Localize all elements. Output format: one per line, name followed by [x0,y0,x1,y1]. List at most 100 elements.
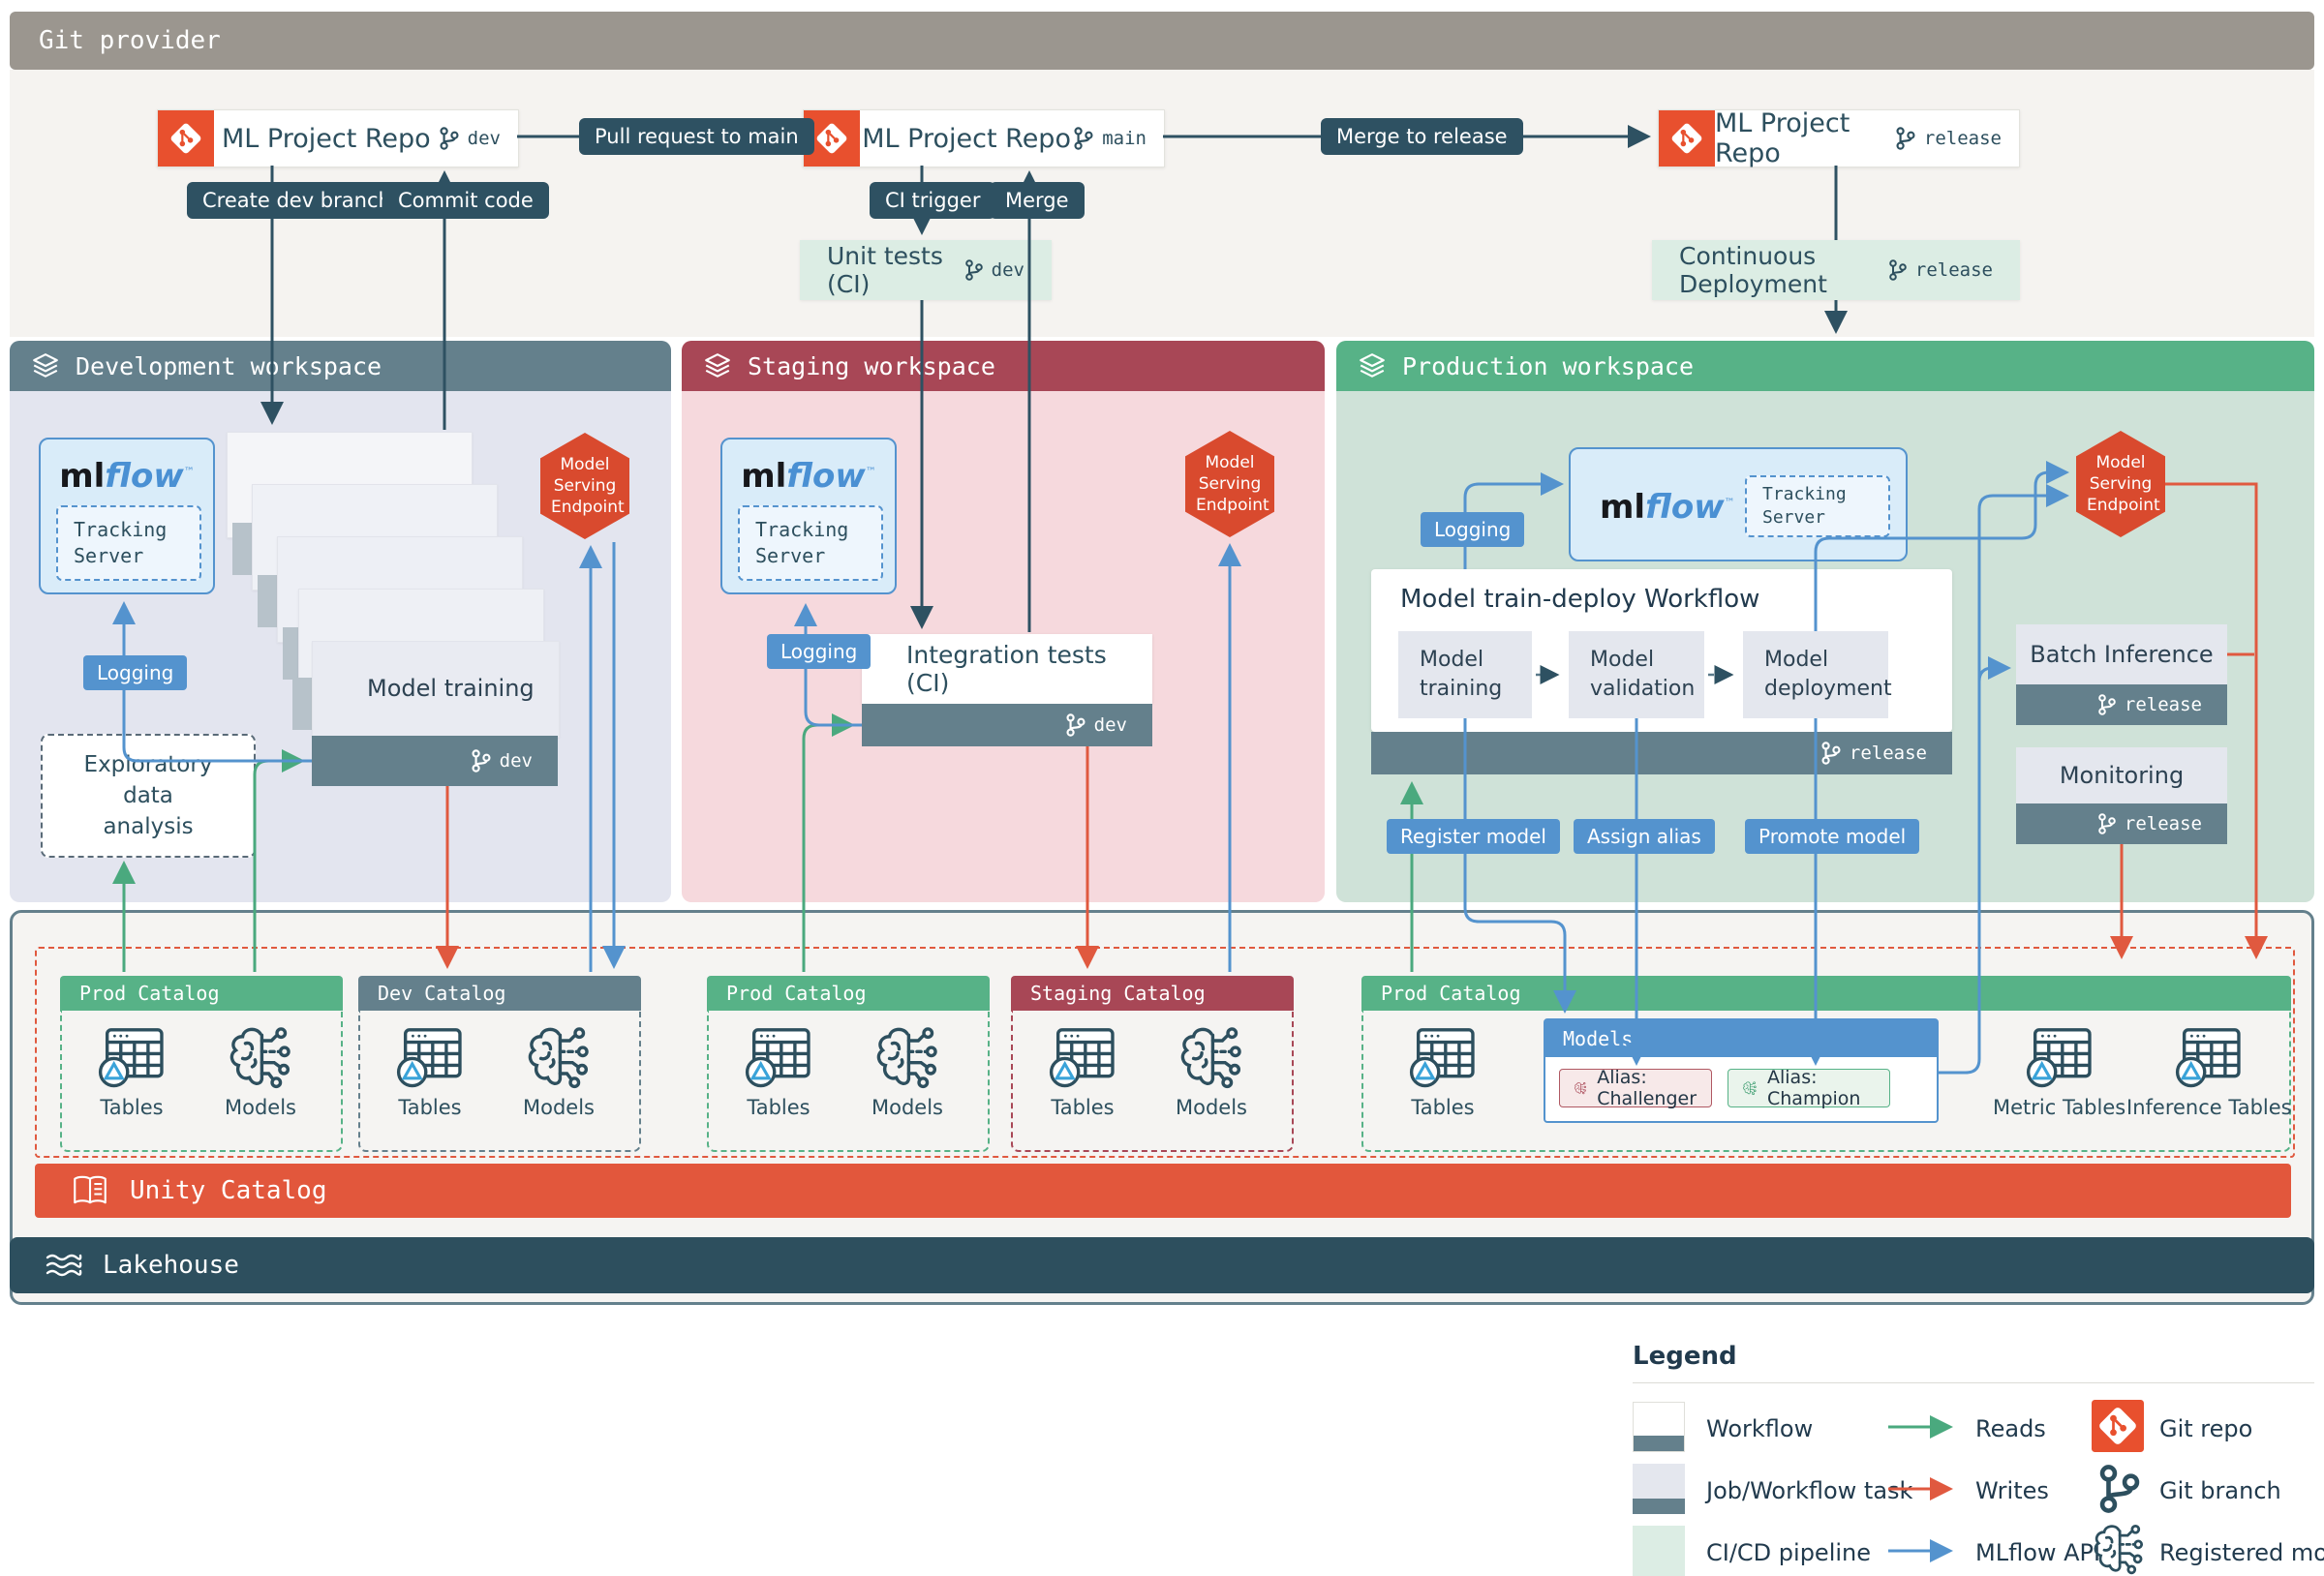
git-branch-icon [1065,712,1086,738]
registered-model-icon [872,1024,943,1090]
staging-workspace [682,341,1325,902]
workspace-icon [1358,352,1387,379]
unity-catalog-bar: Unity Catalog [35,1164,2291,1218]
merge-to-release-label: Merge to release [1321,118,1523,155]
tables-icon [2023,1024,2096,1090]
catalog-header-prod-2: Prod Catalog [707,976,990,1011]
git-branch-icon [1888,258,1908,282]
repo-dev: ML Project Repo dev [157,109,519,167]
registered-model-icon [1742,1078,1758,1098]
alias-champion-chip: Alias: Champion [1728,1067,1890,1109]
registered-model-icon [2090,1522,2148,1576]
models-item: Models [1176,1024,1247,1119]
legend-mlflow-api-label: MLflow API [1975,1539,2101,1566]
legend-job-task-label: Job/Workflow task [1706,1477,1913,1504]
dev-branch-bar: dev [312,736,558,786]
catalog-header-staging: Staging Catalog [1011,976,1294,1011]
catalog-header-prod-3: Prod Catalog [1361,976,2291,1011]
continuous-deployment-box: Continuous Deployment release [1652,240,2020,300]
tables-item: Tables [1046,1024,1119,1119]
integration-tests-label: Integration tests (CI) [906,641,1107,697]
model-serving-endpoint-staging: Model Serving Endpoint [1185,431,1274,537]
repo-label: ML Project Repo [1715,108,1850,168]
tracking-server-box: Tracking Server [1745,475,1890,537]
legend-cicd-label: CI/CD pipeline [1706,1539,1872,1566]
git-repo-icon [158,110,214,167]
writes-scope-dashed-border [35,947,2295,1158]
catalog-body [60,1011,343,1152]
commit-code-label: Commit code [382,182,549,219]
lakehouse-title: Lakehouse [103,1251,239,1280]
logging-badge-prod: Logging [1421,512,1525,547]
development-workspace-header: Development workspace [10,341,671,391]
catalog-body [1361,1011,2291,1152]
workflow-branch-bar: release [1371,732,1952,774]
git-branch-icon [1073,126,1094,151]
model-serving-endpoint-dev: Model Serving Endpoint [540,433,629,539]
legend-writes-label: Writes [1975,1477,2049,1504]
repo-label: ML Project Repo [221,123,431,154]
legend-git-branch-label: Git branch [2159,1477,2281,1504]
catalog-body [707,1011,990,1152]
workspace-icon [31,352,60,379]
mlflow-logo: mlflow™ [59,457,195,496]
legend-registered-model-label: Registered model [2159,1539,2324,1566]
catalog-header-prod-1: Prod Catalog [60,976,343,1011]
logging-badge-dev: Logging [83,655,188,690]
prod-task-model-training: Model training [1398,631,1532,718]
promote-model-badge: Promote model [1745,819,1920,854]
legend-reads-label: Reads [1975,1415,2046,1442]
tables-item: Tables [742,1024,815,1119]
production-workspace-header: Production workspace [1336,341,2314,391]
merge-label: Merge [990,182,1085,219]
lakehouse-bar: Lakehouse [10,1237,2314,1293]
tables-icon [742,1024,815,1090]
unity-catalog-title: Unity Catalog [130,1176,327,1205]
staging-workspace-title: Staging workspace [748,351,995,380]
card-tab [258,575,277,627]
unit-tests-label: Unit tests (CI) [827,242,943,298]
tables-item: Tables [95,1024,168,1119]
mlflow-card-prod: mlflow™ Tracking Server [1569,447,1908,561]
reads-arrow-icon [1888,1415,1953,1439]
tables-icon [1046,1024,1119,1090]
mlflow-card-dev: mlflow™ Tracking Server [39,438,215,594]
unit-tests-box: Unit tests (CI) dev [800,240,1052,300]
models-panel-header: Models [1545,1020,1937,1057]
workflow-title: Model train-deploy Workflow [1400,585,1760,614]
branch-badge: dev [439,126,501,151]
catalog-header-dev: Dev Catalog [358,976,641,1011]
tables-item: Tables [1406,1024,1480,1119]
git-branch-icon [2097,812,2117,835]
models-item: Models [872,1024,943,1119]
git-provider-title: Git provider [39,26,221,55]
registered-model-icon [523,1024,595,1090]
assign-alias-badge: Assign alias [1574,819,1715,854]
git-branch-icon [2097,1462,2142,1516]
staging-workspace-header: Staging workspace [682,341,1325,391]
legend-cicd-swatch [1633,1526,1685,1576]
catalog-body [1011,1011,1294,1152]
mlflow-logo: mlflow™ [741,457,876,496]
pull-request-label: Pull request to main [579,118,814,155]
branch-badge: release [1895,126,2002,151]
create-dev-branch-label: Create dev branch [187,182,407,219]
register-model-badge: Register model [1387,819,1560,854]
repo-label: ML Project Repo [862,123,1071,154]
legend-workflow-swatch [1633,1402,1685,1452]
git-branch-icon [471,748,492,773]
mlflow-card-staging: mlflow™ Tracking Server [720,438,897,594]
repo-release: ML Project Repo release [1658,108,2020,168]
models-item: Models [523,1024,595,1119]
mlflow-api-arrow-icon [1888,1539,1953,1562]
branch-badge: main [1073,126,1147,151]
card-tab [292,678,312,730]
inference-tables-item: Inference Tables [2126,1024,2292,1119]
continuous-deployment-label: Continuous Deployment [1679,242,1827,298]
git-branch-icon [439,126,460,151]
branch-badge: release [1820,741,1927,766]
integration-tests-box: Integration tests (CI) [862,634,1152,704]
legend-title: Legend [1633,1342,1737,1371]
branch-badge: dev [964,258,1024,282]
